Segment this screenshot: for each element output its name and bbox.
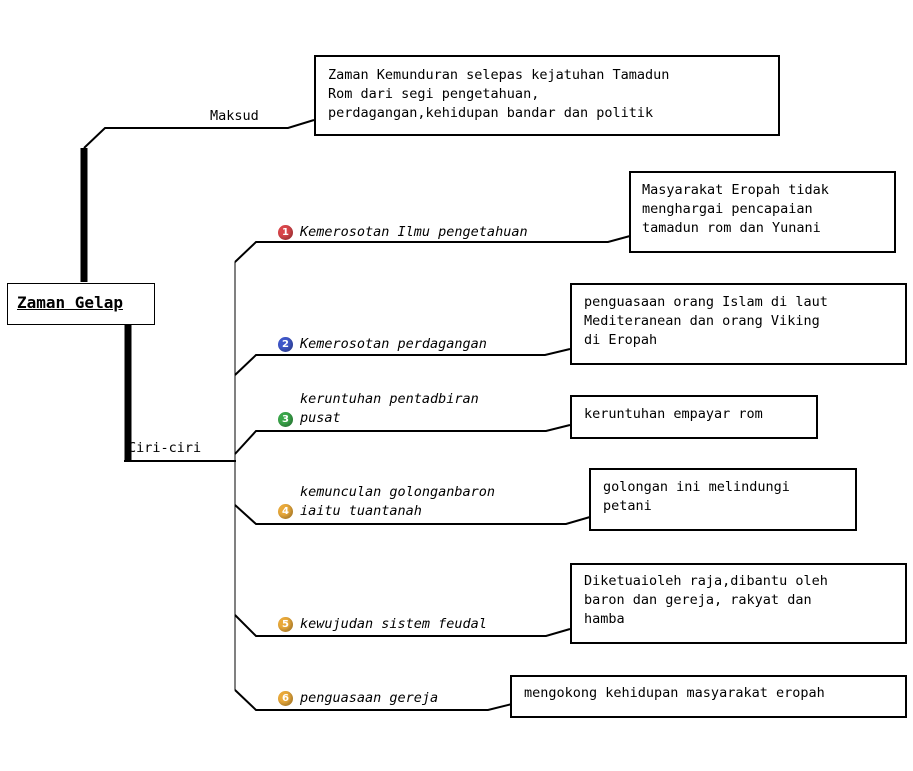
maksud-branch [83, 119, 315, 149]
item-6-note-text: mengokong kehidupan masyarakat eropah [524, 685, 825, 701]
item-4-connector [234, 504, 591, 525]
item-2-note-box[interactable] [570, 283, 907, 365]
item-4-note-box[interactable] [589, 468, 857, 531]
root-title: Zaman Gelap [17, 293, 123, 312]
item-5-label[interactable]: kewujudan sistem feudal [300, 616, 487, 632]
root-node[interactable]: Zaman Gelap [7, 283, 155, 325]
item-1-label[interactable]: Kemerosotan Ilmu pengetahuan [300, 224, 528, 240]
maksud-label: Maksud [210, 108, 259, 124]
item-6-label[interactable]: penguasaan gereja [300, 690, 439, 706]
item-3-label[interactable]: keruntuhan pentadbiran pusat [300, 391, 479, 426]
item-6-badge: 6 [278, 691, 293, 706]
maksud-note-box[interactable] [314, 55, 780, 136]
item-1-connector [234, 235, 631, 263]
item-5-note-box[interactable] [570, 563, 907, 644]
item-3-note-text: keruntuhan empayar rom [584, 406, 763, 422]
item-1-note-box[interactable] [629, 171, 896, 253]
item-5-badge: 5 [278, 617, 293, 632]
item-1-badge: 1 [278, 225, 293, 240]
ciri-label: Ciri-ciri [128, 440, 202, 456]
item-4-badge: 4 [278, 504, 293, 519]
item-5-connector [234, 614, 571, 637]
item-4-label[interactable]: kemunculan golonganbaron iaitu tuantanah [300, 484, 496, 519]
item-4-note-text: golongan ini melindungi petani [603, 479, 790, 514]
item-2-note-text: penguasaan orang Islam di laut Mediteran… [584, 294, 828, 348]
item-3-note-box[interactable] [570, 395, 818, 439]
item-6-connector [234, 689, 513, 711]
item-3-badge: 3 [278, 412, 293, 427]
item-1-note-text: Masyarakat Eropah tidak menghargai penca… [642, 182, 829, 236]
item-2-connector [234, 348, 571, 376]
item-2-label[interactable]: Kemerosotan perdagangan [300, 336, 487, 352]
item-3-connector [234, 424, 571, 455]
item-5-note-text: Diketuaioleh raja,dibantu oleh baron dan… [584, 573, 828, 627]
item-6-note-box[interactable] [510, 675, 907, 718]
item-2-badge: 2 [278, 337, 293, 352]
maksud-note-text: Zaman Kemunduran selepas kejatuhan Tamad… [328, 67, 670, 121]
